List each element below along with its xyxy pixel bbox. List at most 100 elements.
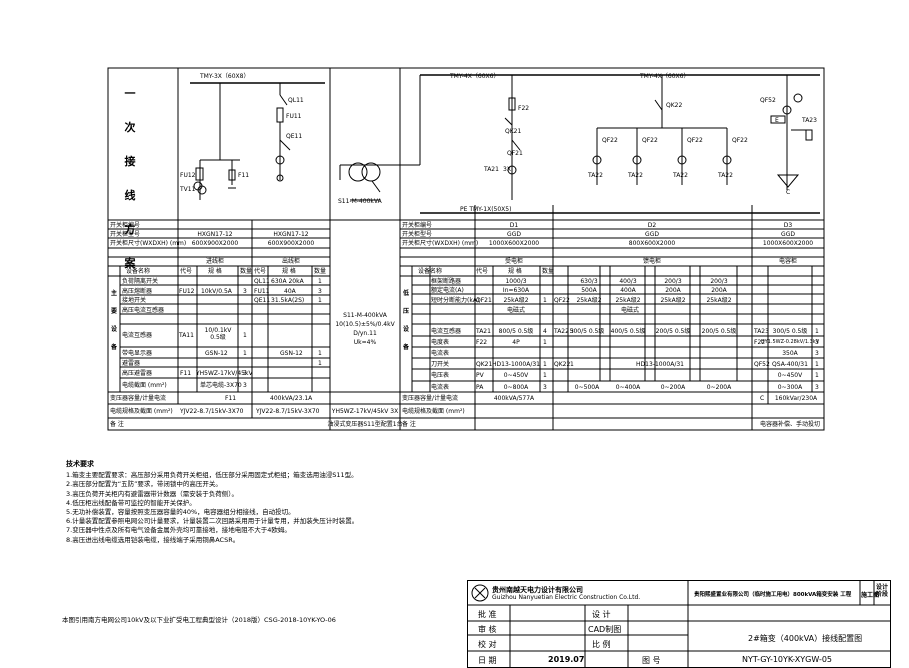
hv-equip-head-code1: 代号 — [180, 268, 193, 275]
hv-equip-head-name: 设备名称 — [126, 268, 151, 275]
hv-equip-head-qty1: 数量 — [240, 268, 253, 275]
lv-foot-d3-note: 电容器补偿、手动投切 — [759, 421, 821, 428]
d2-s2-a: 200/3 — [664, 278, 682, 285]
lv-bus-label-1: TMY-4X（60X6） — [450, 73, 500, 80]
lv-side-4: 备 — [403, 344, 410, 351]
hv-main-3: 设 — [111, 326, 118, 333]
lv-item: 电流表 — [431, 384, 450, 391]
d3-cell: 3 — [815, 339, 819, 346]
ql11-label: QL11 — [288, 97, 304, 104]
note-item: 6.计量装置配置参照电网公司计量要求，计量装置二次回路采用用于计量专用，并加装失… — [66, 517, 359, 526]
d2-s3-b: 200A — [711, 287, 727, 294]
d1-cell: 0~450V — [503, 372, 529, 379]
hv-cell: 1 — [318, 350, 322, 357]
role-check: 校 对 — [478, 640, 497, 649]
d3-cell: 0~450V — [777, 372, 803, 379]
note-item: 3.高压负荷开关柜内有避雷器带计数器（需安装于负荷侧）。 — [66, 489, 238, 498]
hv-label-size: 开关柜尺寸(WXDXH) (mm) — [110, 240, 187, 247]
hv-cell: 10kV/0.5A — [201, 288, 232, 295]
d1-cell: 4 — [543, 328, 547, 335]
d2-s0-a: 630/3 — [580, 278, 598, 285]
d3-cell: 1 — [815, 372, 819, 379]
hv-c1-use: 进线柜 — [205, 258, 225, 265]
d3-model: GGD — [781, 231, 795, 238]
lv-item: 电压表 — [431, 372, 450, 379]
d2-s2-pa: 0~200A — [660, 384, 686, 391]
tr-foot-1: YH5WZ-17kV/45kV 3X — [331, 408, 399, 415]
hv-equip-head-spec1: 规 格 — [208, 268, 222, 275]
d2-qk-n: 1 — [570, 361, 574, 368]
hv-bus-label: TMY-3X（60X8） — [200, 73, 250, 80]
hv-c2-model: HXGN17-12 — [273, 231, 309, 238]
d3-cell: TA23 — [754, 328, 769, 335]
company-cn: 贵州南越天电力设计有限公司 — [492, 586, 583, 594]
d2-s3-a: 200/3 — [710, 278, 728, 285]
qf21-label: QF21 — [507, 150, 523, 157]
d2-no: D2 — [647, 222, 657, 229]
f22-label: F22 — [518, 105, 530, 112]
d1-cell: 1 — [543, 361, 547, 368]
d2-s0-c: 25kA级2 — [576, 297, 602, 304]
lv-item: 刀开关 — [431, 361, 450, 368]
ta22-label-4: TA22 — [718, 172, 733, 179]
stage-2: 设计阶段 — [876, 584, 889, 598]
hv-equip-name: 接地开关 — [122, 297, 147, 304]
note-item: 2.高压部分配置为“五防”要求，带闭锁中的高压开关。 — [66, 480, 222, 489]
note-item: 1.箱变主要配置要求：高压部分采用负荷开关柜组，低压部分采用固定式柜组；箱变选用… — [66, 471, 358, 480]
role-cad: CAD制图 — [588, 625, 622, 634]
hv-label-no: 开关柜编号 — [110, 222, 141, 229]
drawing-number: NYT-GY-10YK-XYGW-05 — [742, 655, 833, 664]
hv-equip-head-qty2: 数量 — [314, 268, 327, 275]
lv-item: 额定电流(A) — [431, 287, 464, 294]
hv-foot-use-label: 变压器容量/计量电流 — [110, 395, 167, 402]
hv-cell: 3 — [243, 382, 247, 389]
lv-item: 短时分断能力(kA) — [431, 297, 480, 304]
tr-spec-4: Uk=4% — [353, 339, 377, 346]
hv-foot-note-label: 备 注 — [110, 421, 124, 428]
lv-foot-note-label: 备 注 — [402, 421, 416, 428]
hv-equip-name: 高压电流互感器 — [122, 307, 165, 314]
ta23-label: TA23 — [802, 117, 817, 124]
hv-c1-model: HXGN17-12 — [197, 231, 233, 238]
lv-foot-d1-use: 400kVA/577A — [493, 395, 535, 402]
d2-s3-c: 25kA级2 — [706, 297, 732, 304]
d2-em: 电磁式 — [620, 307, 640, 314]
d3-cell: HY1.5WZ-0.28kV/1.3kV — [760, 339, 820, 345]
d1-cell: 25kA级2 — [503, 297, 529, 304]
d1-cell: TA21 — [476, 328, 491, 335]
drawing-title: 2#箱变（400kVA）接线配置图 — [748, 634, 863, 643]
hv-cell: QE11 — [254, 297, 271, 304]
hv-cell: FU11 — [254, 288, 270, 295]
lv-head-qty: 数量 — [542, 268, 555, 275]
d3-cell: 3 — [815, 384, 819, 391]
d2-qk: QK22 — [554, 361, 571, 368]
hv-equip-name: 带电显示器 — [122, 350, 153, 357]
d1-cell: 1 — [543, 339, 547, 346]
note-item: 5.无功补偿装置，容量按照变压器容量的40%，电容器组分相接线，自动投切。 — [66, 508, 295, 517]
hv-equip-name: 电流互感器 — [122, 332, 153, 339]
lv-side-1: 低 — [403, 290, 410, 297]
d2-s0-ta: 500/5 0.5级 — [569, 328, 605, 335]
e-label: E — [775, 117, 779, 124]
d1-cell: 电磁式 — [506, 307, 526, 314]
d2-s1-pa: 0~400A — [615, 384, 641, 391]
d1-cell: QK21 — [476, 361, 493, 368]
hv-cell: 10/0.1kV 0.5级 — [204, 327, 232, 341]
role-date: 日 期 — [478, 656, 497, 665]
f11-label: F11 — [238, 172, 250, 179]
tr-spec-1: S11-M-400kVA — [343, 312, 387, 319]
d2-code: QF22 — [554, 297, 570, 304]
hv-main-1: 主 — [111, 290, 118, 297]
hv-c2-use: 出线柜 — [281, 258, 301, 265]
d3-cell: F22 — [754, 339, 766, 346]
d1-cell: HD13-1000A/31 — [492, 361, 540, 368]
note-item: 8.高压进出线电缆选用铠装电缆，接线端子采用铜鼻ACSR。 — [66, 535, 240, 544]
d3-cell: 1 — [815, 361, 819, 368]
d1-cell: 0~800A — [503, 384, 529, 391]
lv-item: 电流表 — [431, 350, 450, 357]
d2-s1-b: 400A — [620, 287, 636, 294]
hv-cell: 1 — [318, 278, 322, 285]
d1-cell: 3 — [543, 384, 547, 391]
ta22-label-1: TA22 — [588, 172, 603, 179]
